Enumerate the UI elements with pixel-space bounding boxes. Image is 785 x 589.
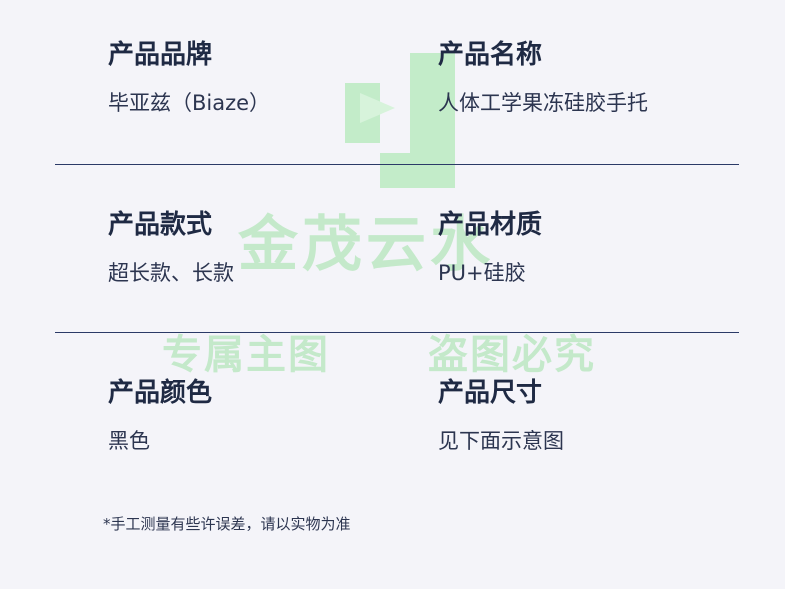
field-brand: 产品品牌 毕亚兹（Biaze） <box>108 40 270 116</box>
watermark-exclusive: 专属主图 <box>162 332 330 378</box>
field-label: 产品材质 <box>438 210 543 240</box>
watermark-no-copy: 盗图必究 <box>428 332 596 378</box>
field-color: 产品颜色 黑色 <box>108 378 212 454</box>
field-value: 超长款、长款 <box>108 261 234 285</box>
field-label: 产品款式 <box>108 210 213 240</box>
field-value: 黑色 <box>108 429 150 453</box>
measurement-note: *手工测量有些许误差，请以实物为准 <box>103 515 351 533</box>
field-style: 产品款式 超长款、长款 <box>108 210 234 286</box>
field-label: 产品名称 <box>438 40 543 70</box>
field-label: 产品颜色 <box>108 378 213 408</box>
field-value: 人体工学果冻硅胶手托 <box>438 91 648 115</box>
field-material: 产品材质 PU+硅胶 <box>438 210 542 286</box>
divider <box>55 164 739 165</box>
divider <box>55 332 739 333</box>
field-size: 产品尺寸 见下面示意图 <box>438 378 564 454</box>
field-value: PU+硅胶 <box>438 261 526 285</box>
field-name: 产品名称 人体工学果冻硅胶手托 <box>438 40 648 116</box>
field-value: 毕亚兹（Biaze） <box>108 91 271 115</box>
field-value: 见下面示意图 <box>438 429 564 453</box>
field-label: 产品品牌 <box>108 40 213 70</box>
field-label: 产品尺寸 <box>438 378 543 408</box>
